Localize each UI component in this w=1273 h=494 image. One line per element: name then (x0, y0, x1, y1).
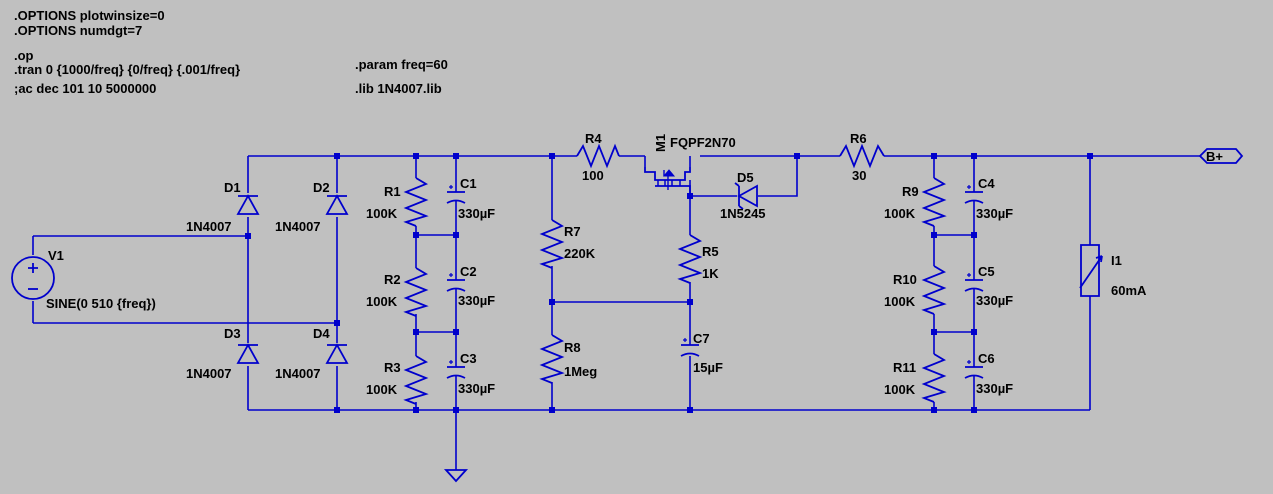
r8-ref-label: R8 (564, 340, 581, 355)
diode-d4[interactable] (325, 343, 349, 364)
capacitor-c6[interactable] (964, 360, 984, 379)
resistor-r9[interactable] (921, 177, 947, 227)
v1-ref-label: V1 (48, 248, 64, 263)
v1-value-label: SINE(0 510 {freq}) (46, 296, 156, 311)
c7-ref-label: C7 (693, 331, 710, 346)
r8-value-label: 1Meg (564, 364, 597, 379)
directive-numdgt[interactable]: .OPTIONS numdgt=7 (14, 23, 142, 38)
c1-value-label: 330µF (458, 206, 495, 221)
resistor-r4[interactable] (576, 143, 620, 169)
c2-ref-label: C2 (460, 264, 477, 279)
directive-plotwinsize[interactable]: .OPTIONS plotwinsize=0 (14, 8, 165, 23)
mosfet-m1[interactable] (644, 167, 691, 196)
d4-ref-label: D4 (313, 326, 330, 341)
d4-value-label: 1N4007 (275, 366, 321, 381)
c6-ref-label: C6 (978, 351, 995, 366)
resistor-r10[interactable] (921, 265, 947, 315)
c3-ref-label: C3 (460, 351, 477, 366)
r7-value-label: 220K (564, 246, 596, 261)
i1-value-label: 60mA (1111, 283, 1147, 298)
r11-ref-label: R11 (893, 360, 916, 375)
resistor-r6[interactable] (839, 143, 885, 169)
directive-tran[interactable]: .tran 0 {1000/freq} {0/freq} {.001/freq} (14, 62, 240, 77)
zener-d5[interactable] (734, 182, 758, 210)
d5-value-label: 1N5245 (720, 206, 766, 221)
directive-ac[interactable]: ;ac dec 101 10 5000000 (14, 81, 156, 96)
capacitor-c5[interactable] (964, 273, 984, 292)
resistor-r1[interactable] (403, 177, 429, 227)
r9-value-label: 100K (884, 206, 916, 221)
d2-ref-label: D2 (313, 180, 330, 195)
c7-value-label: 15µF (693, 360, 723, 375)
c2-value-label: 330µF (458, 293, 495, 308)
r7-ref-label: R7 (564, 224, 581, 239)
c4-ref-label: C4 (978, 176, 995, 191)
resistor-r7[interactable] (539, 219, 565, 269)
source-v1[interactable] (11, 256, 55, 300)
c4-value-label: 330µF (976, 206, 1013, 221)
c5-value-label: 330µF (976, 293, 1013, 308)
r5-value-label: 1K (702, 266, 719, 281)
d3-value-label: 1N4007 (186, 366, 232, 381)
r5-ref-label: R5 (702, 244, 719, 259)
resistor-r8[interactable] (539, 334, 565, 384)
d1-ref-label: D1 (224, 180, 241, 195)
resistor-r3[interactable] (403, 355, 429, 405)
capacitor-c7[interactable] (680, 338, 700, 357)
d3-ref-label: D3 (224, 326, 241, 341)
d2-value-label: 1N4007 (275, 219, 321, 234)
r6-value-label: 30 (852, 168, 866, 183)
diode-d1[interactable] (236, 194, 260, 215)
r4-value-label: 100 (582, 168, 604, 183)
c3-value-label: 330µF (458, 381, 495, 396)
r2-ref-label: R2 (384, 272, 401, 287)
directive-op[interactable]: .op (14, 48, 34, 63)
capacitor-c3[interactable] (446, 360, 466, 379)
resistor-r2[interactable] (403, 267, 429, 317)
net-label-bplus[interactable]: B+ (1198, 148, 1244, 164)
diode-d2[interactable] (325, 194, 349, 215)
resistor-r5[interactable] (677, 234, 703, 284)
d5-ref-label: D5 (737, 170, 754, 185)
net-label-text: B+ (1206, 149, 1223, 164)
r11-value-label: 100K (884, 382, 916, 397)
directive-param[interactable]: .param freq=60 (355, 57, 448, 72)
r6-ref-label: R6 (850, 131, 867, 146)
diode-d3[interactable] (236, 343, 260, 364)
capacitor-c2[interactable] (446, 273, 466, 292)
capacitor-c4[interactable] (964, 185, 984, 204)
m1-value-label: FQPF2N70 (670, 135, 736, 150)
m1-ref-label: M1 (653, 134, 668, 152)
c5-ref-label: C5 (978, 264, 995, 279)
directive-lib[interactable]: .lib 1N4007.lib (355, 81, 442, 96)
r2-value-label: 100K (366, 294, 398, 309)
r4-ref-label: R4 (585, 131, 602, 146)
d1-value-label: 1N4007 (186, 219, 232, 234)
c1-ref-label: C1 (460, 176, 477, 191)
r1-ref-label: R1 (384, 184, 401, 199)
r10-ref-label: R10 (893, 272, 917, 287)
r9-ref-label: R9 (902, 184, 919, 199)
resistor-r11[interactable] (921, 353, 947, 403)
wires (32, 155, 1200, 470)
i1-ref-label: I1 (1111, 253, 1122, 268)
r3-ref-label: R3 (384, 360, 401, 375)
c6-value-label: 330µF (976, 381, 1013, 396)
ground-icon[interactable] (443, 469, 469, 483)
r3-value-label: 100K (366, 382, 398, 397)
r10-value-label: 100K (884, 294, 916, 309)
current-source-i1[interactable] (1079, 244, 1103, 297)
capacitor-c1[interactable] (446, 185, 466, 204)
r1-value-label: 100K (366, 206, 398, 221)
